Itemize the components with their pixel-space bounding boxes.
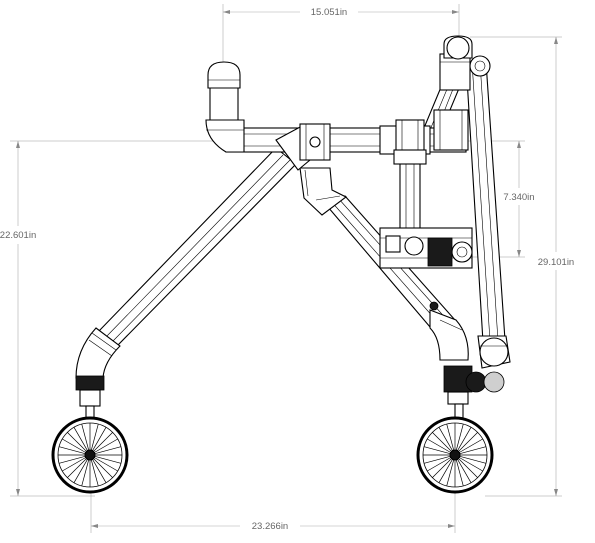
dimension-total-height: 29.101in xyxy=(470,36,574,497)
rear-top-elbow xyxy=(433,35,491,151)
dimension-label-front-height: 22.601in xyxy=(0,230,36,241)
dimension-label-top-width: 15.051in xyxy=(311,7,347,18)
front-caster-stem xyxy=(75,375,105,421)
rear-lower-elbow xyxy=(429,301,511,369)
rear-upright-pipe xyxy=(465,61,506,343)
dimension-label-total-height: 29.101in xyxy=(538,257,574,268)
middle-side-fitting xyxy=(379,227,473,269)
center-cross-fitting xyxy=(379,119,431,165)
dimension-wheelbase: 23.266in xyxy=(90,460,456,533)
rear-caster-stem xyxy=(443,365,505,419)
dimension-top-width: 15.051in xyxy=(222,4,460,68)
front-tee-fitting xyxy=(275,123,331,171)
left-handle-grip xyxy=(205,61,245,153)
rear-wheel xyxy=(416,416,494,494)
dimension-label-wheelbase: 23.266in xyxy=(252,521,288,532)
front-diagonal-leg xyxy=(97,147,297,346)
inner-upper-elbow xyxy=(299,167,348,216)
dimension-label-inner-height: 7.340in xyxy=(503,192,534,203)
front-wheel xyxy=(51,416,129,494)
